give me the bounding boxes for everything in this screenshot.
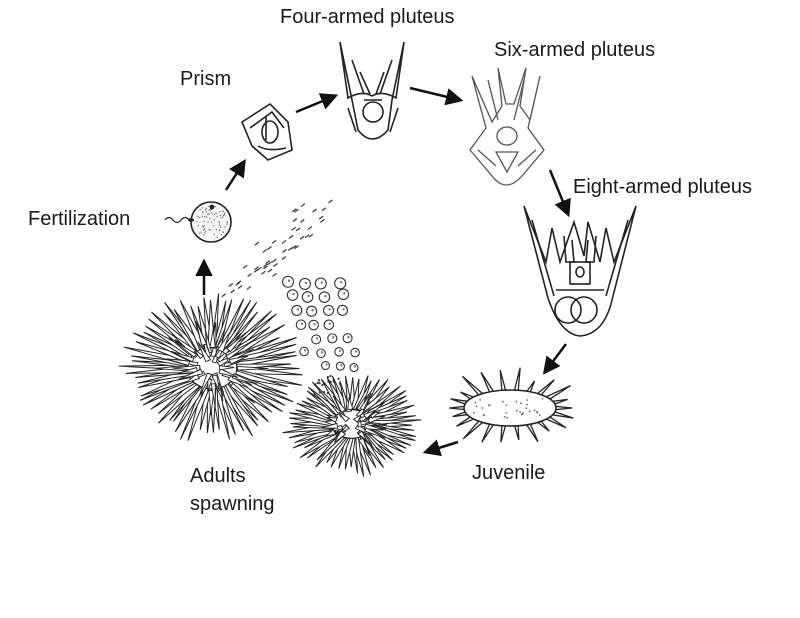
egg-icon: [190, 201, 232, 243]
four-armed-pluteus-icon: [339, 41, 405, 140]
arrow-egg-to-prism: [224, 159, 246, 191]
label-eight-armed-pluteus: Eight-armed pluteus: [573, 176, 752, 198]
label-juvenile: Juvenile: [472, 462, 546, 484]
arrow-juvenile-to-adults: [422, 439, 459, 457]
label-six-armed-pluteus: Six-armed pluteus: [494, 39, 656, 61]
sperm-icon: [164, 216, 190, 224]
adult-urchin-small-icon: [282, 375, 422, 477]
arrow-four-to-six: [409, 86, 464, 106]
arrow-six-to-eight: [548, 169, 571, 218]
label-four-armed-pluteus: Four-armed pluteus: [280, 6, 455, 28]
cycle-arrows: [195, 86, 571, 457]
label-adults-line2: spawning: [190, 493, 275, 515]
label-adults-line1: Adults: [190, 465, 246, 487]
prism-larva-icon: [241, 102, 293, 161]
sperm-cloud-icon: [221, 199, 333, 298]
label-fertilization: Fertilization: [28, 208, 131, 230]
six-armed-pluteus-icon: [469, 67, 545, 186]
adult-urchin-large-icon: [118, 293, 303, 441]
egg-cloud-icon: [281, 275, 360, 397]
label-adults-spawning: Adults spawning: [190, 462, 275, 518]
juvenile-urchin-icon: [449, 367, 574, 443]
eight-armed-pluteus-icon: [523, 205, 637, 337]
label-prism: Prism: [180, 68, 232, 90]
arrow-eight-to-juvenile: [542, 343, 567, 375]
arrow-prism-to-four: [295, 93, 339, 114]
